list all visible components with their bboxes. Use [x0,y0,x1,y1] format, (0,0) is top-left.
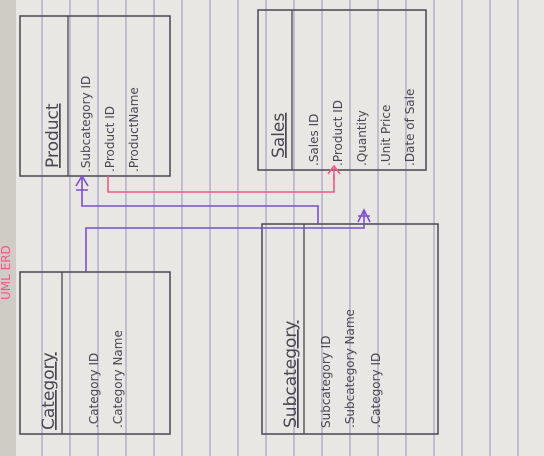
category-subcategory-crowfoot [357,208,371,223]
sales-attr-quantity: .Quantity [355,110,369,166]
product-attr-product-name: .ProductName [127,87,141,172]
entity-product: Product .Subcategory ID .Product ID .Pro… [19,15,171,177]
category-title: Category [39,352,59,430]
category-box [19,271,171,435]
product-box [19,15,171,177]
relationship-subcategory-product [75,174,319,224]
product-attr-subcategory-id: .Subcategory ID [79,76,93,172]
product-sales-crowfoot [327,164,341,180]
relationship-product-sales [107,164,341,193]
category-attr-category-name: .Category Name [111,330,125,428]
product-attr-product-id: .Product ID [103,106,117,172]
sales-title: Sales [269,113,289,158]
category-subcategory-line [85,212,365,272]
entity-sales: Sales .Sales ID .Product ID .Quantity .U… [257,9,427,171]
subcategory-attr-category-id: .Category ID [369,353,383,428]
subcategory-attr-subcategory-id: Subcategory ID [319,336,333,428]
subcategory-attr-subcategory-name: .Subcategory Name [343,309,357,428]
category-attr-category-id: .Category ID [87,353,101,428]
entity-category: Category .Category ID .Category Name [19,271,171,435]
sales-box [257,9,427,171]
paper-edge [0,0,16,456]
entity-subcategory: Subcategory Subcategory ID .Subcategory … [261,223,439,435]
subcategory-product-crowfoot [75,174,89,191]
sales-attr-sales-id: .Sales ID [307,114,321,166]
subcategory-title: Subcategory [281,321,301,429]
sales-attr-date-of-sale: .Date of Sale [403,89,417,166]
subcategory-product-line [81,178,319,224]
product-title: Product [43,103,63,168]
subcategory-box [261,223,439,435]
relationship-category-subcategory [85,208,371,272]
sales-attr-product-id: .Product ID [331,100,345,166]
sales-attr-unit-price: .Unit Price [379,105,393,166]
diagram-caption: UML ERD [0,245,13,300]
